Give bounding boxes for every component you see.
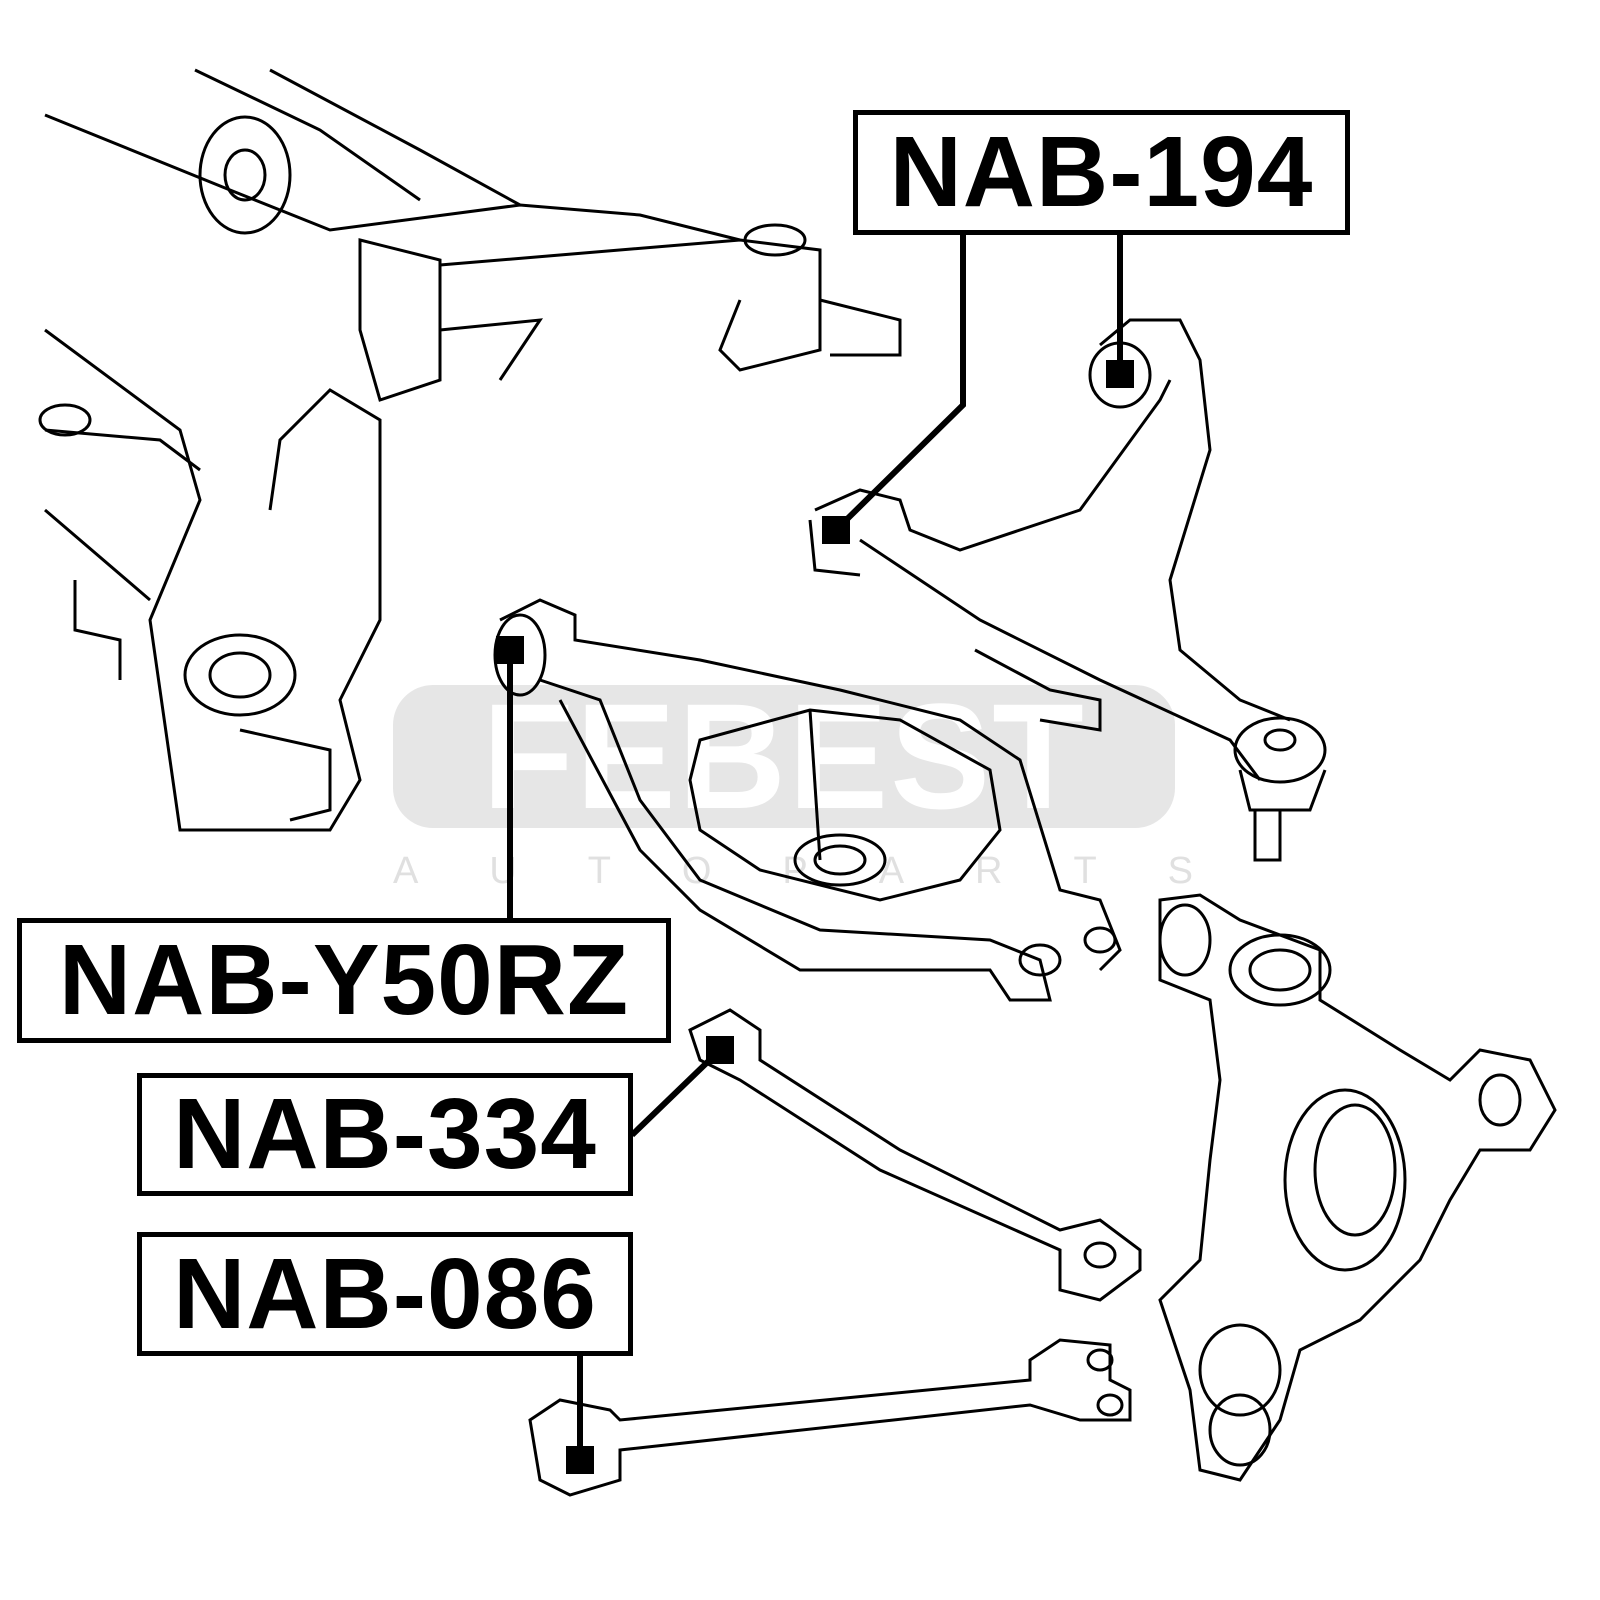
- toe-link: [688, 1008, 1142, 1302]
- watermark-logo: FEBEST: [393, 672, 1175, 840]
- bushing-marker: [706, 1036, 734, 1064]
- leader-lines: [496, 234, 1134, 1474]
- part-label-nab-194: NAB-194: [853, 110, 1350, 235]
- part-number: NAB-086: [173, 1237, 597, 1350]
- part-label-nab-086: NAB-086: [137, 1232, 633, 1356]
- watermark-brand: FEBEST: [482, 672, 1086, 840]
- upper-control-arm: [808, 318, 1327, 862]
- lower-control-arm: [493, 598, 1122, 1002]
- knuckle: [1158, 893, 1557, 1482]
- wm-letter: A: [878, 850, 905, 892]
- lateral-link: [528, 1338, 1132, 1497]
- wm-letter: T: [1073, 850, 1097, 892]
- part-label-nab-334: NAB-334: [137, 1073, 633, 1196]
- wm-letter: A: [393, 850, 419, 892]
- bushing-marker: [1106, 360, 1134, 388]
- part-number: NAB-194: [889, 116, 1314, 228]
- wm-letter: O: [681, 850, 712, 892]
- bushing-marker: [496, 636, 524, 664]
- part-label-nab-y50rz: NAB-Y50RZ: [17, 918, 671, 1043]
- bushing-marker: [566, 1446, 594, 1474]
- part-number: NAB-334: [173, 1078, 597, 1190]
- wm-letter: S: [1167, 850, 1193, 892]
- bushing-marker: [822, 516, 850, 544]
- wm-letter: T: [587, 850, 611, 892]
- part-number: NAB-Y50RZ: [58, 924, 630, 1036]
- subframe: [38, 68, 902, 832]
